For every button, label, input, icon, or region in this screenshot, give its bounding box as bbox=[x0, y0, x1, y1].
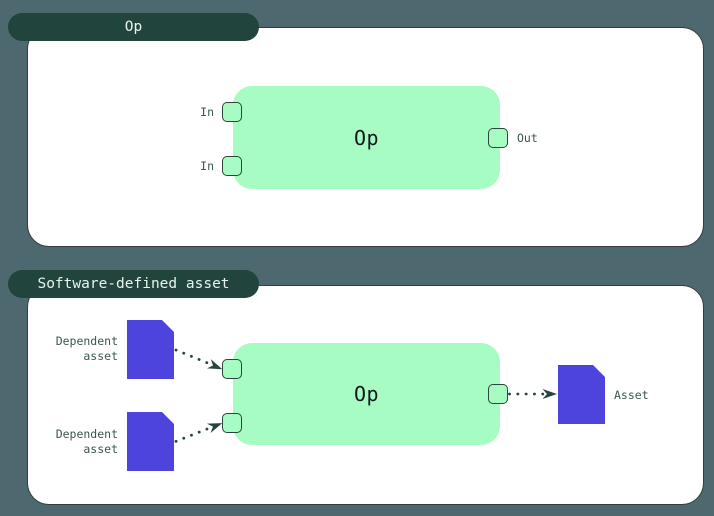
dependent-asset-2-label: Dependent asset bbox=[8, 427, 118, 456]
output-port bbox=[488, 128, 508, 148]
sda-output-port bbox=[488, 384, 508, 404]
sda-op-node: Op bbox=[233, 343, 500, 445]
dependent-asset-2-label-line1: Dependent bbox=[55, 427, 118, 441]
op-panel-title-pill: Op bbox=[8, 13, 259, 41]
input-port-1 bbox=[222, 102, 242, 122]
output-asset-icon bbox=[558, 365, 605, 424]
sda-panel-title: Software-defined asset bbox=[37, 276, 230, 292]
input-port-2 bbox=[222, 156, 242, 176]
dependent-asset-1-label: Dependent asset bbox=[8, 334, 118, 363]
dependent-asset-1-label-line2: asset bbox=[83, 348, 118, 363]
dependent-asset-icon-1 bbox=[127, 320, 174, 379]
input-port-2-label: In bbox=[200, 159, 214, 173]
sda-op-node-label: Op bbox=[353, 382, 380, 406]
op-node-label: Op bbox=[353, 125, 380, 150]
op-panel-title: Op bbox=[124, 19, 143, 35]
sda-panel-title-pill: Software-defined asset bbox=[8, 270, 259, 298]
input-port-1-label: In bbox=[200, 105, 214, 119]
sda-input-port-2 bbox=[222, 413, 242, 433]
op-node: Op bbox=[233, 86, 500, 189]
output-asset-label: Asset bbox=[614, 388, 649, 402]
dependent-asset-icon-2 bbox=[127, 412, 174, 471]
sda-input-port-1 bbox=[222, 359, 242, 379]
dependent-asset-1-label-line1: Dependent bbox=[55, 334, 118, 348]
dependent-asset-2-label-line2: asset bbox=[83, 441, 118, 456]
output-port-label: Out bbox=[517, 131, 538, 145]
